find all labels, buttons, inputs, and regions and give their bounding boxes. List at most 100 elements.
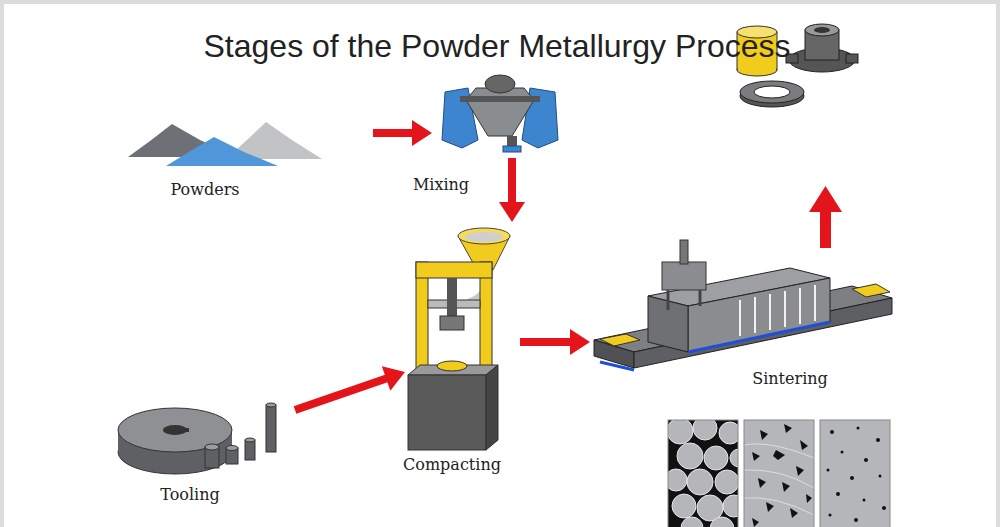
sintering-furnace-part (667, 290, 670, 310)
microstructure-panels-part-part (827, 427, 887, 523)
microstructure-panels-part-part (744, 420, 814, 527)
compacting-press-part (416, 262, 492, 278)
tooling-set-part (118, 408, 232, 452)
mixer-illustration-part (466, 88, 534, 136)
finished-parts-part (754, 86, 790, 98)
microstructure-panels-part-part-part (827, 469, 830, 472)
hopper-part (458, 228, 510, 244)
microstructure-panels-part-part-part (719, 422, 738, 444)
finished-parts-part (740, 81, 804, 103)
arrow-shaft (508, 158, 516, 203)
microstructure-panels-part-part-part (850, 476, 854, 480)
microstructure-panels-part-part-part (882, 506, 886, 510)
arrow-shaft (295, 378, 387, 410)
microstructure-panels-part-part-part (841, 451, 844, 454)
microstructure-panels-part-part (820, 420, 890, 527)
microstructure-panels-part-part (668, 420, 738, 527)
page-ground (4, 4, 996, 527)
sintering-furnace (594, 240, 892, 370)
sintering-furnace-part-part (784, 291, 786, 327)
microstructure-panels-part (668, 420, 890, 527)
microstructure-panels-part-part-part (854, 518, 858, 522)
stage-label: Mixing (413, 175, 469, 195)
microstructure-panels-part (668, 420, 738, 527)
microstructure-panels-part-part-part (693, 420, 717, 440)
compacting-press-part (437, 361, 467, 371)
sintering-furnace-part (680, 240, 688, 264)
finished-parts-part (814, 27, 830, 33)
tooling-set (118, 403, 276, 474)
sintering-furnace-part (852, 284, 890, 297)
arrow-head (412, 120, 432, 146)
hopper-part (465, 232, 503, 242)
microstructure-panels-part-part-part (744, 470, 814, 488)
compacting-press-part (486, 365, 498, 450)
microstructure-panels-part-part-part (766, 502, 774, 512)
compacting-press (408, 262, 498, 450)
arrow-shaft (520, 338, 571, 346)
stage-label: Compacting (403, 455, 501, 475)
stage-area: Compacting (405, 222, 520, 447)
up-arrow-part (809, 186, 842, 212)
compacting-press-part (408, 375, 486, 450)
up-arrow-part (820, 210, 831, 248)
microstructure-panels-part (820, 420, 890, 527)
flow-arrow (373, 120, 432, 146)
sintering-furnace-part (600, 362, 634, 370)
tooling-set-part (266, 405, 276, 452)
tooling-set-part (226, 446, 238, 451)
powder-piles (128, 122, 322, 166)
microstructure-panels-part-part-part (744, 444, 814, 458)
microstructure-panels-part-part (744, 420, 814, 527)
microstructure-panels-part-part-part (773, 450, 785, 460)
microstructure-panels-part-part-part (864, 458, 868, 462)
sintering-furnace-part (699, 290, 702, 306)
tooling-set-part (266, 403, 276, 407)
stage-area: Tooling (115, 312, 295, 482)
microstructure-panels-part-part-part (687, 469, 713, 495)
mixer-illustration-part (485, 75, 515, 93)
microstructure-panels-part-part-part (681, 517, 703, 527)
microstructure-panels-part-part-part (782, 482, 790, 492)
microstructure-panels-part (744, 420, 814, 527)
arrow-shaft (373, 129, 413, 137)
finished-parts-part (846, 54, 858, 63)
microstructure-panels-part-part-part (704, 446, 728, 470)
stage-label: Sintering (752, 369, 828, 389)
stage-area: Powders (125, 115, 373, 167)
arrow-head (499, 202, 525, 222)
microstructure-panels-part-part-part (730, 449, 738, 467)
mixer-illustration (442, 75, 558, 152)
mixer-illustration-part (503, 146, 521, 152)
microstructure-panels-part-part-part (723, 495, 738, 517)
microstructure-panels-part-part-part (796, 466, 804, 476)
tooling-set-part (245, 438, 255, 442)
tooling-set-part (245, 440, 255, 460)
flow-arrow (295, 366, 405, 410)
stage-label: Tooling (160, 485, 219, 505)
sintering-furnace-part-part (769, 294, 771, 330)
up-arrow (809, 186, 842, 248)
microstructure-panels-part-part-part (752, 518, 759, 527)
microstructure-panels-part-part-part (830, 430, 834, 434)
sintering-furnace-part-part (754, 297, 756, 333)
microstructure-panels-part-part (752, 424, 812, 527)
mixer-illustration-part (460, 96, 540, 102)
diagram-title: Stages of the Powder Metallurgy Process (0, 26, 994, 66)
microstructure-panels-part-part-part (857, 427, 860, 430)
flow-arrow (520, 329, 590, 355)
microstructure-panels-part-part-part (668, 469, 687, 491)
microstructure-panels-part-part-part (758, 478, 766, 488)
arrow-head (570, 329, 590, 355)
microstructure-panels-part-part-part (800, 440, 808, 450)
flow-arrow (499, 158, 525, 222)
tooling-set-part (205, 444, 219, 450)
microstructure-panels-part-part-part (879, 475, 882, 478)
microstructure-panels-part-part-part (836, 492, 840, 496)
stage-area: Mixing (432, 72, 552, 158)
sintering-furnace-part-part (814, 285, 816, 321)
sintering-furnace-part (688, 322, 830, 352)
sintering-furnace-part (688, 278, 830, 352)
